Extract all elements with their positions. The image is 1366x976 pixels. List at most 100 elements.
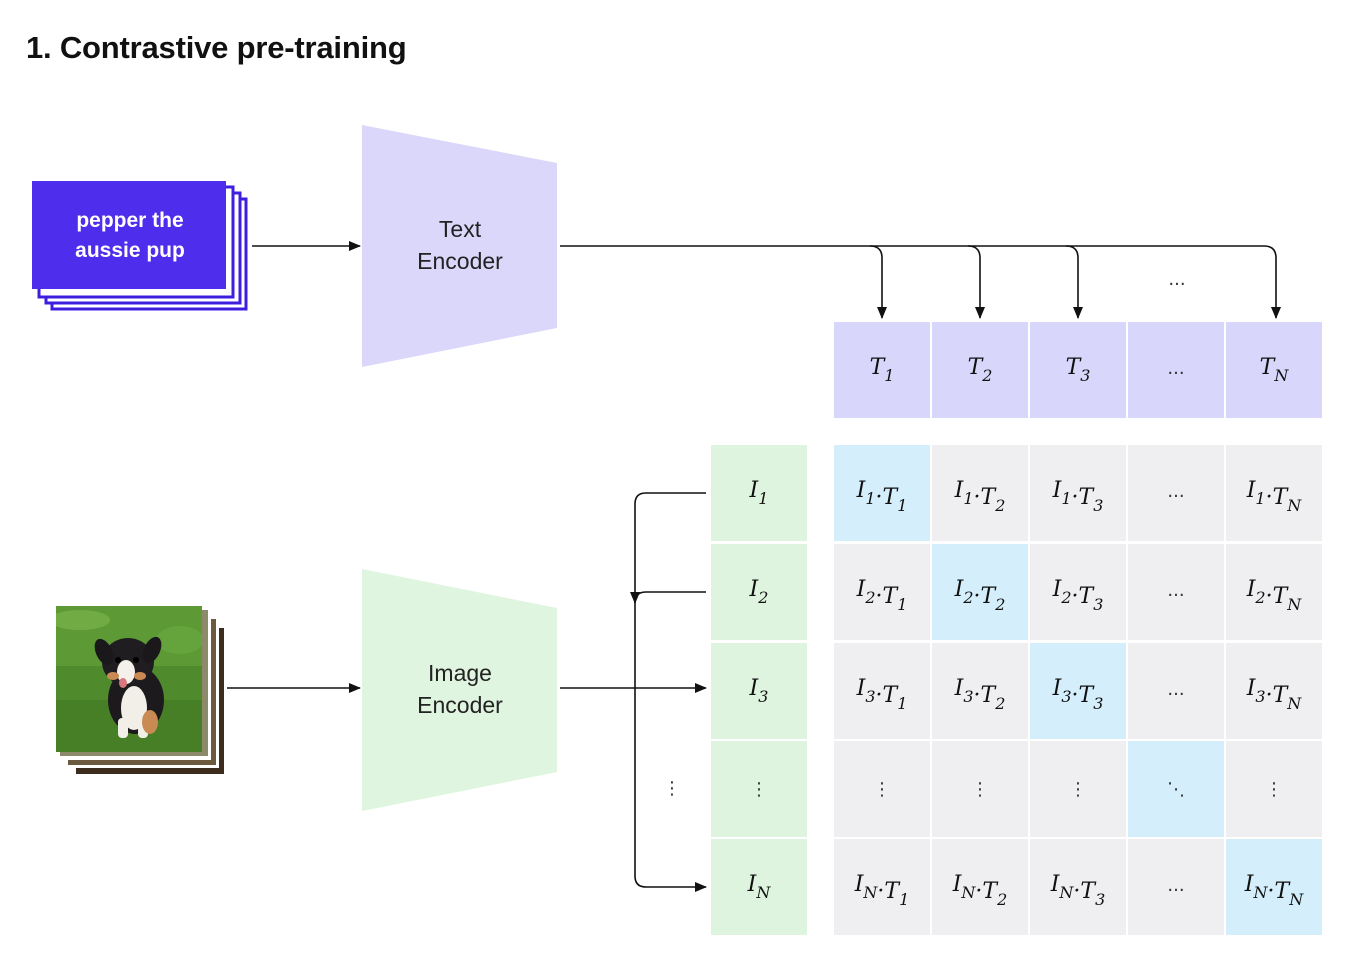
matrix-cell-4-1 xyxy=(834,741,930,837)
matrix-label-3-2-sub: 2 xyxy=(994,694,1005,713)
matrix-label-2-5-sub: N xyxy=(1286,595,1302,614)
matrix-label-1-1-sub: 1 xyxy=(865,489,875,508)
matrix-label-5-3-base: I xyxy=(1050,872,1061,897)
matrix-label-3-1-base: I xyxy=(856,676,867,701)
matrix-label-1-5: I1·TN xyxy=(1246,478,1303,515)
text-embedding-label-3: T3 xyxy=(1066,355,1091,385)
image-embedding-label-1-base: I xyxy=(749,478,760,503)
text-embedding-label-5-base: T xyxy=(1260,355,1277,380)
image-output-arrows xyxy=(560,492,707,892)
image-encoder-label-2: Encoder xyxy=(417,692,503,718)
matrix-label-5-2-sub: 2 xyxy=(996,890,1007,909)
matrix-label-1-3-base: T xyxy=(1079,485,1096,510)
text-embedding-label-5-sub: N xyxy=(1273,366,1289,385)
matrix-label-5-3-sub: N xyxy=(1058,883,1074,902)
matrix-cell-5-3 xyxy=(1030,839,1126,935)
matrix-label-1-3-sub: 1 xyxy=(1061,489,1071,508)
matrix-label-2-4: ... xyxy=(1167,580,1184,601)
matrix-label-2-3-base: T xyxy=(1079,584,1096,609)
matrix-label-5-2-base: I xyxy=(952,872,963,897)
matrix-label-4-2: ⋮ xyxy=(971,779,989,800)
matrix-label-3-2-sub: 3 xyxy=(963,687,973,706)
image-embedding-label-5-base: I xyxy=(747,872,758,897)
image-embedding-cell-5 xyxy=(711,839,807,935)
text-output-arrows xyxy=(560,245,1281,319)
matrix-label-3-1: I3·T1 xyxy=(856,676,908,713)
matrix-label-2-2-base: T xyxy=(981,584,998,609)
matrix-cell-5-4 xyxy=(1128,839,1224,935)
matrix-cell-4-3 xyxy=(1030,741,1126,837)
image-embedding-label-4: ⋮ xyxy=(750,779,768,800)
matrix-label-1-5-base: I xyxy=(1246,478,1257,503)
matrix-label-5-5-sub: N xyxy=(1288,890,1304,909)
text-embedding-label-2-sub: 2 xyxy=(981,366,992,385)
matrix-label-3-5-sub: N xyxy=(1286,694,1302,713)
matrix-cell-4-2 xyxy=(932,741,1028,837)
matrix-label-2-2-base: I xyxy=(954,577,965,602)
matrix-label-1-1-base: I xyxy=(856,478,867,503)
matrix-label-1-2-sub: 1 xyxy=(963,489,973,508)
matrix-cell-3-4 xyxy=(1128,643,1224,739)
matrix-label-2-3-base: I xyxy=(1052,577,1063,602)
text-encoder-label-1: Text xyxy=(439,216,482,242)
text-embedding-label-3-sub: 3 xyxy=(1080,366,1090,385)
matrix-label-1-3-sub: 3 xyxy=(1093,496,1103,515)
image-stack xyxy=(56,606,224,774)
matrix-cell-2-1 xyxy=(834,544,930,640)
text-embedding-label-3-base: T xyxy=(1066,355,1083,380)
matrix-cell-2-4 xyxy=(1128,544,1224,640)
matrix-label-5-2: IN·T2 xyxy=(952,872,1008,909)
matrix-label-1-3-base: I xyxy=(1052,478,1063,503)
caption-line-2: aussie pup xyxy=(75,239,185,262)
text-embedding-cell-4 xyxy=(1128,322,1224,418)
matrix-label-5-3: IN·T3 xyxy=(1050,872,1106,909)
text-embedding-cell-5 xyxy=(1226,322,1322,418)
image-embedding-label-3: I3 xyxy=(749,676,769,706)
matrix-label-1-2-base: T xyxy=(981,485,998,510)
matrix-label-5-5-base: T xyxy=(1275,879,1292,904)
text-embedding-cell-2 xyxy=(932,322,1028,418)
matrix-cell-5-1 xyxy=(834,839,930,935)
image-embedding-label-2-sub: 2 xyxy=(757,588,768,607)
image-encoder xyxy=(362,569,557,811)
matrix-cell-4-5 xyxy=(1226,741,1322,837)
matrix-label-3-5-base: I xyxy=(1246,676,1257,701)
matrix-label-2-1-sub: 1 xyxy=(897,595,907,614)
matrix-label-2-5-base: T xyxy=(1273,584,1290,609)
matrix-label-3-1-sub: 1 xyxy=(897,694,907,713)
matrix-label-1-5-sub: N xyxy=(1286,496,1302,515)
matrix-cell-1-4 xyxy=(1128,445,1224,541)
image-embedding-cell-1 xyxy=(711,445,807,541)
matrix-label-1-2-sub: 2 xyxy=(994,496,1005,515)
similarity-matrix: I1·T1I1·T2I1·T3...I1·TNI2·T1I2·T2I2·T3..… xyxy=(834,445,1322,935)
matrix-label-5-1: IN·T1 xyxy=(854,872,910,909)
matrix-cell-3-2 xyxy=(932,643,1028,739)
matrix-label-3-3-sub: 3 xyxy=(1093,694,1103,713)
matrix-label-5-3-sub: 3 xyxy=(1095,890,1105,909)
matrix-label-2-3-sub: 2 xyxy=(1060,588,1071,607)
matrix-label-5-4: ... xyxy=(1167,875,1184,896)
image-embedding-cell-4 xyxy=(711,741,807,837)
matrix-label-3-3-sub: 3 xyxy=(1061,687,1071,706)
caption-line-1: pepper the xyxy=(76,209,183,232)
matrix-cell-1-2 xyxy=(932,445,1028,541)
matrix-label-2-3: I2·T3 xyxy=(1052,577,1104,614)
image-embedding-cell-2 xyxy=(711,544,807,640)
matrix-label-1-1-sub: 1 xyxy=(897,496,907,515)
matrix-label-3-3-base: T xyxy=(1079,683,1096,708)
text-embedding-cell-3 xyxy=(1030,322,1126,418)
matrix-label-1-5-sub: 1 xyxy=(1255,489,1265,508)
matrix-label-3-1-sub: 3 xyxy=(865,687,875,706)
matrix-label-1-1: I1·T1 xyxy=(856,478,908,515)
text-embedding-label-1-sub: 1 xyxy=(884,366,894,385)
matrix-label-2-2-sub: 2 xyxy=(994,595,1005,614)
matrix-label-1-3: I1·T3 xyxy=(1052,478,1104,515)
matrix-label-5-5: IN·TN xyxy=(1244,872,1304,909)
arrow-ellipsis: ... xyxy=(1168,269,1185,290)
text-embedding-label-4: ... xyxy=(1167,358,1184,379)
matrix-label-1-5-base: T xyxy=(1273,485,1290,510)
matrix-label-3-2: I3·T2 xyxy=(954,676,1006,713)
image-embedding-label-2: I2 xyxy=(749,577,769,607)
